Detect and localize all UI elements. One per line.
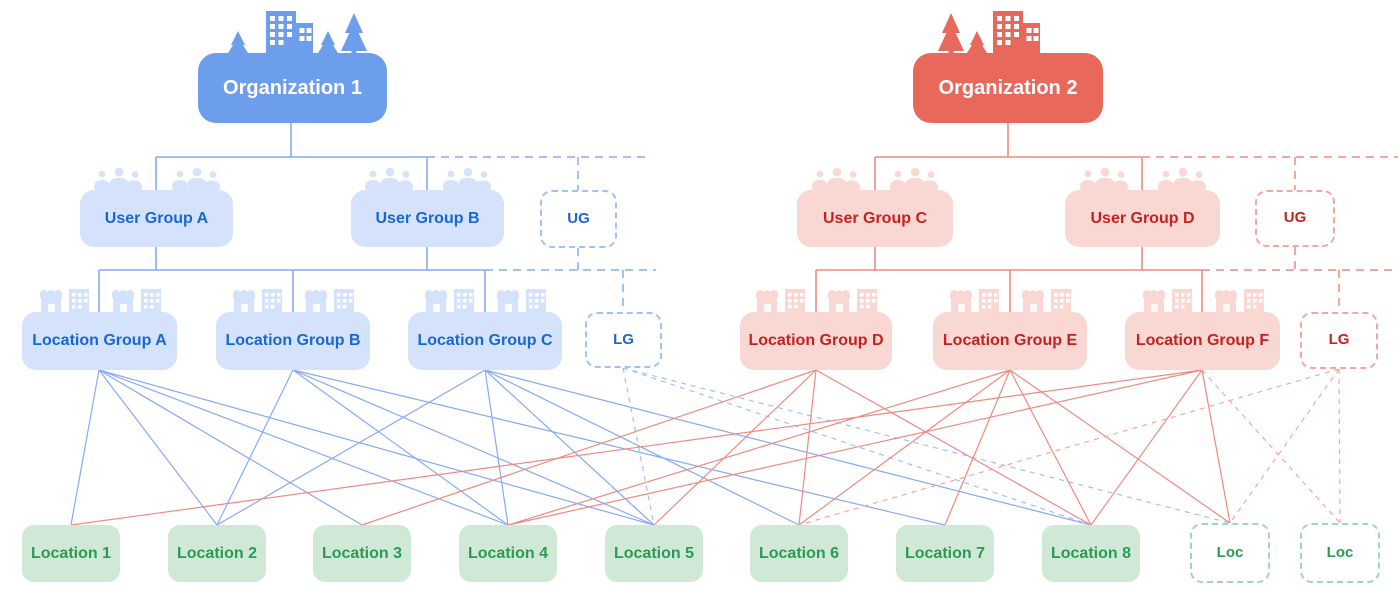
user-group-b-box: User Group B <box>351 167 504 247</box>
location-group-a-box: Location Group A <box>22 289 177 370</box>
location-group-f-label: Location Group F <box>1135 332 1270 350</box>
location-group-placeholder-red: LG <box>1300 312 1378 369</box>
location-1-box: Location 1 <box>22 525 120 582</box>
location-8-box: Location 8 <box>1042 525 1140 582</box>
location-5-box: Location 5 <box>605 525 703 582</box>
location-group-d-box: Location Group D <box>740 289 892 370</box>
organization-2-label: Organization 2 <box>938 77 1078 99</box>
location-7-box: Location 7 <box>896 525 994 582</box>
location-group-f-box: Location Group F <box>1125 289 1280 370</box>
location-8-label: Location 8 <box>1050 544 1131 562</box>
user-group-c-box: User Group C <box>797 167 953 247</box>
user-group-d-label: User Group D <box>1090 209 1195 227</box>
location-7-label: Location 7 <box>904 544 985 562</box>
user-group-d-box: User Group D <box>1065 167 1220 247</box>
location-placeholder-2: Loc <box>1300 523 1380 583</box>
organization-1-box: Organization 1 <box>198 11 387 123</box>
user-group-a-label: User Group A <box>104 209 209 227</box>
lg-placeholder-label: LG <box>613 330 634 348</box>
user-group-b-label: User Group B <box>375 209 480 227</box>
location-2-label: Location 2 <box>176 544 257 562</box>
user-group-placeholder-blue: UG <box>540 190 617 248</box>
user-group-c-label: User Group C <box>822 209 927 227</box>
lg-placeholder-label: LG <box>1328 331 1350 349</box>
location-6-label: Location 6 <box>758 544 839 562</box>
location-3-box: Location 3 <box>313 525 411 582</box>
location-1-label: Location 1 <box>30 544 111 562</box>
location-group-c-label: Location Group C <box>417 332 553 350</box>
ug-placeholder-label: UG <box>1283 209 1307 227</box>
location-group-placeholder-blue: LG <box>585 312 662 368</box>
organization-2-box: Organization 2 <box>913 11 1103 123</box>
location-6-box: Location 6 <box>750 525 848 582</box>
user-group-a-box: User Group A <box>80 167 233 247</box>
location-2-box: Location 2 <box>168 525 266 582</box>
location-group-d-label: Location Group D <box>748 332 884 350</box>
location-group-a-label: Location Group A <box>32 332 167 350</box>
location-4-label: Location 4 <box>467 544 548 562</box>
location-group-b-box: Location Group B <box>216 289 370 370</box>
location-3-label: Location 3 <box>321 544 402 562</box>
location-group-e-label: Location Group E <box>942 332 1078 350</box>
ug-placeholder-label: UG <box>567 209 590 227</box>
location-5-label: Location 5 <box>613 544 694 562</box>
organization-1-label: Organization 1 <box>223 77 362 99</box>
location-placeholder-1: Loc <box>1190 523 1270 583</box>
user-group-placeholder-red: UG <box>1255 190 1335 247</box>
location-group-c-box: Location Group C <box>408 289 562 370</box>
loc-placeholder-label: Loc <box>1216 543 1244 561</box>
location-4-box: Location 4 <box>459 525 557 582</box>
loc-placeholder-label: Loc <box>1326 543 1354 561</box>
location-group-b-label: Location Group B <box>225 332 361 350</box>
location-group-e-box: Location Group E <box>933 289 1087 370</box>
